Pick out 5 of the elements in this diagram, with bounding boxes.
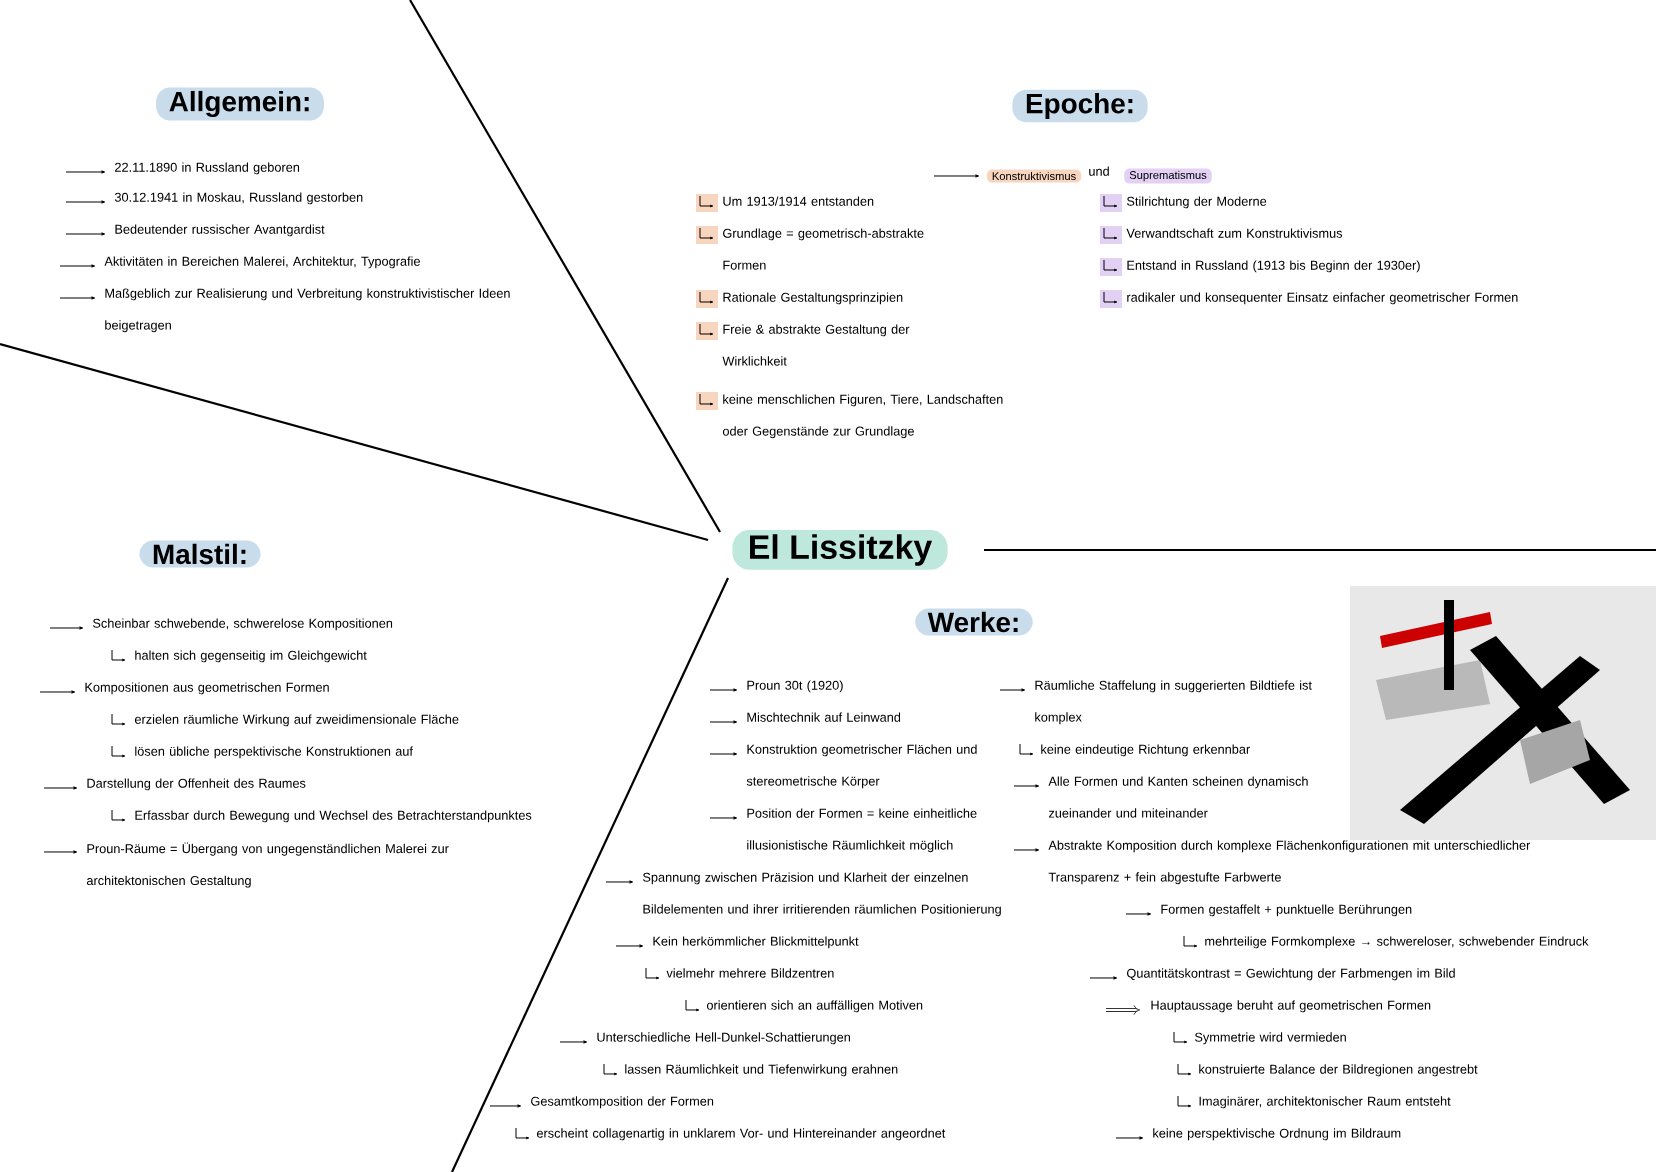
heading-box: Werke: — [915, 608, 1033, 636]
heading-box: Malstil: — [139, 540, 261, 568]
heading-box: Epoche: — [1012, 89, 1148, 123]
heading-box: Allgemein: — [156, 87, 324, 121]
title-box: El Lissitzky — [732, 530, 948, 570]
